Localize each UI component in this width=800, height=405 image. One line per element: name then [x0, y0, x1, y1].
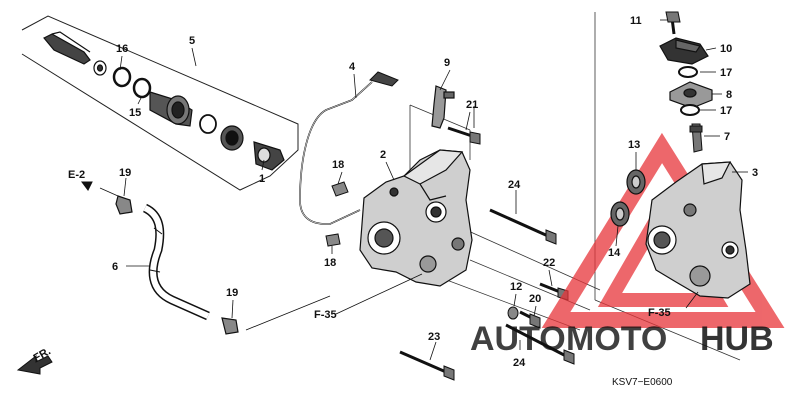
label-10: 10	[720, 43, 732, 55]
label-18-lower: 18	[324, 257, 336, 269]
label-17-upper: 17	[720, 67, 732, 79]
label-15: 15	[129, 107, 141, 119]
bolt-21	[447, 126, 481, 145]
o-ring-17-upper	[678, 66, 698, 78]
washer-12	[507, 306, 519, 320]
ref-e2: E-2	[68, 169, 85, 181]
dowel-pin-18-lower	[325, 233, 341, 247]
shaft-assembly-5	[43, 31, 285, 171]
label-24-upper: 24	[508, 179, 521, 191]
dowel-pin-18-upper	[331, 181, 349, 197]
bolt-24-upper	[489, 208, 557, 245]
housing-2	[359, 149, 473, 287]
label-2: 2	[380, 149, 386, 161]
label-1: 1	[259, 173, 265, 185]
label-4: 4	[349, 61, 356, 73]
label-18-upper: 18	[332, 159, 344, 171]
label-17-lower: 17	[720, 105, 732, 117]
group-frame-5	[21, 15, 299, 191]
clamp-19-bottom	[221, 317, 239, 335]
arrow-e2	[81, 181, 119, 197]
bolt-23	[399, 350, 455, 381]
clamp-19-top	[115, 195, 133, 215]
bracket-9	[431, 85, 455, 129]
ref-f35-right: F-35	[648, 307, 671, 319]
watermark-hub: HUB	[700, 320, 774, 358]
diagram-code: KSV7−E0600	[612, 377, 673, 388]
label-12: 12	[510, 281, 522, 293]
arrow-fr	[16, 354, 53, 375]
label-21: 21	[466, 99, 478, 111]
label-19-upper: 19	[119, 167, 131, 179]
bolt-11	[665, 11, 681, 35]
label-20: 20	[529, 293, 541, 305]
label-8: 8	[726, 89, 732, 101]
label-14: 14	[608, 247, 621, 259]
label-11: 11	[630, 15, 642, 27]
housing-3	[645, 161, 751, 299]
label-13: 13	[628, 139, 640, 151]
cable-4	[299, 71, 399, 225]
label-23: 23	[428, 331, 440, 343]
label-24-lower: 24	[513, 357, 526, 369]
label-6: 6	[112, 261, 118, 273]
part-labels: 1 2 3 4 5 6 7 8 9 10 11 12 13 14 15 16 1…	[112, 15, 758, 369]
label-9: 9	[444, 57, 450, 69]
pin-7	[689, 123, 703, 153]
watermark-auto: AUTO	[470, 320, 566, 358]
label-19-lower: 19	[226, 287, 238, 299]
label-5: 5	[189, 35, 195, 47]
label-3: 3	[752, 167, 758, 179]
seal-14	[610, 201, 630, 227]
o-ring-17-lower	[680, 104, 700, 116]
label-22: 22	[543, 257, 555, 269]
hose-6	[142, 203, 210, 321]
watermark-moto: MOTO	[566, 320, 667, 358]
sensor-10	[659, 37, 709, 65]
ref-f35-left: F-35	[314, 309, 337, 321]
seal-13	[626, 169, 646, 195]
bolt-24-lower	[505, 323, 575, 365]
label-7: 7	[724, 131, 730, 143]
base-8	[669, 81, 713, 109]
bolt-20	[519, 310, 541, 329]
leader-lines	[119, 19, 748, 361]
watermark-text: AUTO MOTO HUB	[470, 320, 774, 358]
label-16: 16	[116, 43, 128, 55]
